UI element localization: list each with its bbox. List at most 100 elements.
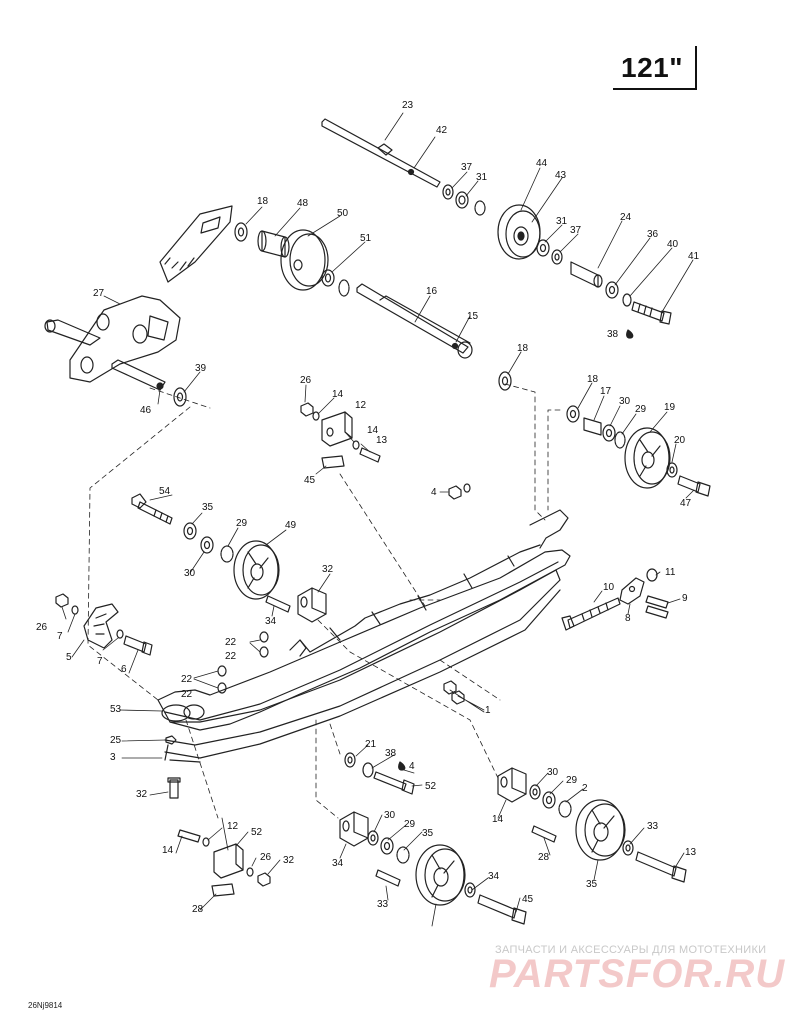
- road-wheel-28-right: [575, 799, 626, 861]
- callout: 12: [227, 821, 239, 832]
- bearing-31-top: [455, 191, 469, 209]
- callout: 14: [492, 814, 504, 825]
- callout: 22: [181, 689, 193, 700]
- washer-4-upper: [463, 483, 471, 493]
- callout: 30: [619, 396, 631, 407]
- callout: 33: [647, 821, 659, 832]
- washer-37-top: [442, 184, 454, 200]
- callout: 43: [555, 170, 567, 181]
- bolt-34-right: [531, 825, 557, 843]
- axle-32-left: [339, 811, 369, 847]
- cushion-45-lower: [211, 883, 235, 897]
- callout: 50: [337, 208, 349, 219]
- bolt-25: [373, 771, 415, 795]
- callout: 35: [202, 502, 214, 513]
- callout: 7: [57, 631, 63, 642]
- washer-18-shaft: [498, 371, 512, 391]
- model-title: 121": [621, 52, 683, 83]
- circlip-29-left: [396, 846, 410, 864]
- callout: 3: [110, 752, 116, 763]
- rail-front-curve-1: [161, 704, 205, 722]
- bolt-41: [631, 301, 672, 325]
- front-axle-shaft: [321, 118, 441, 188]
- callout: 13: [376, 435, 388, 446]
- leader-lines: [61, 112, 695, 927]
- sealant-drop-38-upper: [626, 329, 634, 339]
- washer-35-right: [622, 840, 634, 856]
- callout: 4: [431, 487, 437, 498]
- callout: 24: [620, 212, 632, 223]
- callout: 41: [688, 251, 700, 262]
- callout: 49: [285, 520, 297, 531]
- washer-35-left: [464, 882, 476, 898]
- callout: 22: [181, 674, 193, 685]
- spacer-17: [583, 417, 602, 436]
- nut-22-mid: [259, 631, 269, 658]
- callout: 12: [355, 400, 367, 411]
- callout: 1: [485, 705, 491, 716]
- circlip-29-rear: [614, 431, 626, 449]
- bolt-9: [645, 595, 669, 619]
- callout: 51: [360, 233, 372, 244]
- bearing-30-rear: [602, 424, 616, 442]
- model-title-frame: [613, 46, 697, 90]
- washer-18-rear: [566, 405, 580, 423]
- callout: 26: [300, 375, 312, 386]
- sealant-drop-38-lower: [398, 761, 406, 771]
- washer-14-lower-left: [202, 837, 210, 847]
- callout: 32: [136, 789, 148, 800]
- bolt-33-left: [477, 894, 527, 925]
- washer-14-upper: [312, 411, 320, 421]
- circlip-29-right: [558, 800, 572, 818]
- callout: 33: [377, 899, 389, 910]
- callout: 16: [426, 286, 438, 297]
- callout: 7: [97, 656, 103, 667]
- nut-22-right: [443, 680, 465, 705]
- shaft-16: [356, 283, 473, 359]
- bolt-54: [131, 493, 173, 525]
- callout: 11: [665, 567, 676, 578]
- washer-52-right: [529, 784, 541, 800]
- callout: 19: [664, 402, 676, 413]
- circlip-51: [338, 279, 350, 297]
- callout: 34: [265, 616, 277, 627]
- bolt-3: [167, 777, 181, 799]
- callout: 29: [404, 819, 416, 830]
- bushing-48: [257, 230, 290, 258]
- axle-32-right: [497, 767, 527, 803]
- nut-11: [646, 568, 658, 582]
- callout: 20: [674, 435, 686, 446]
- callout: 46: [140, 405, 152, 416]
- callout: 30: [384, 810, 396, 821]
- callout: 32: [283, 855, 295, 866]
- callout: 28: [538, 852, 550, 863]
- callout: 30: [547, 767, 559, 778]
- stopper-block-12-upper: [321, 411, 353, 447]
- callout: 31: [476, 172, 488, 183]
- washer-36: [605, 281, 619, 299]
- callout: 22: [225, 637, 237, 648]
- callout: 39: [195, 363, 207, 374]
- circlip-29-front: [220, 545, 234, 563]
- callout: 13: [685, 847, 697, 858]
- bearing-51: [321, 269, 335, 287]
- callout: 26: [36, 622, 48, 633]
- rear-axle-46: [111, 359, 166, 391]
- callout: 26: [260, 852, 272, 863]
- callout: 31: [556, 216, 568, 227]
- callout: 48: [297, 198, 309, 209]
- slide-rail: [157, 509, 571, 763]
- road-wheel-28-left: [415, 844, 466, 906]
- callout: 29: [566, 775, 578, 786]
- callout: 53: [110, 704, 122, 715]
- washer-53: [344, 752, 356, 768]
- idler-wheel-19: [624, 427, 671, 489]
- callout: 18: [257, 196, 269, 207]
- nut-26-front: [55, 593, 69, 608]
- bolt-13-upper: [359, 447, 381, 463]
- assembly-reference-lines: [87, 383, 561, 819]
- bolt-10: [561, 597, 621, 631]
- callout: 44: [536, 158, 548, 169]
- washer-14-right: [352, 440, 360, 450]
